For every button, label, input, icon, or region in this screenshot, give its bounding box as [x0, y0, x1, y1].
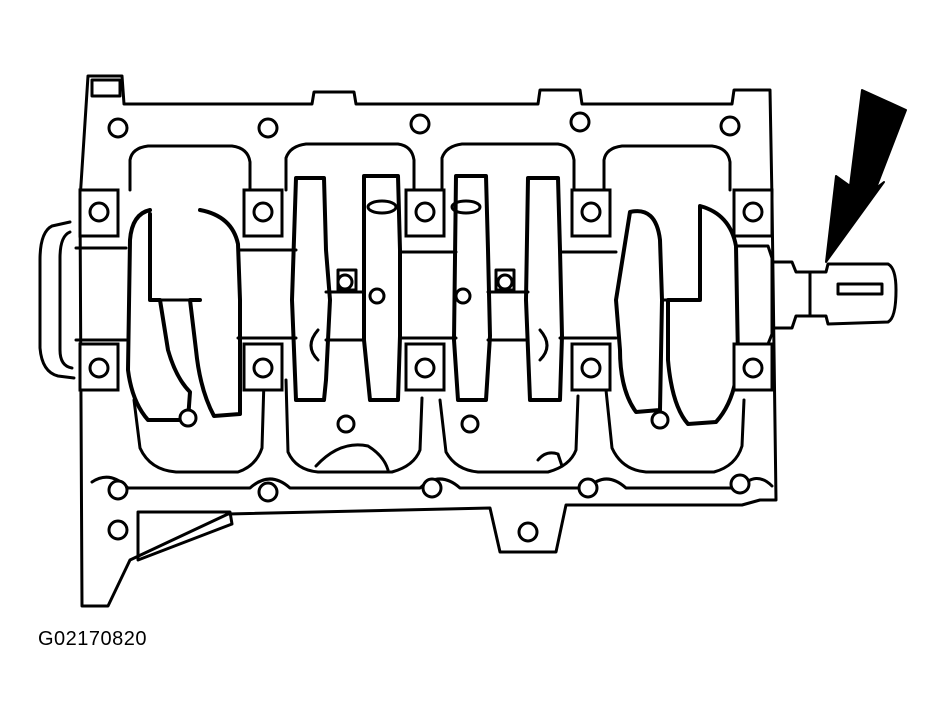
- front-pulley-inner: [58, 230, 74, 370]
- bolt-holes: [88, 111, 764, 543]
- pan-contour: [314, 443, 390, 472]
- bay-2: [284, 142, 416, 192]
- arrow-icon: [825, 89, 907, 263]
- oil-hole-1: [366, 199, 398, 215]
- keyway: [836, 282, 884, 296]
- pan-contour-2: [536, 451, 564, 468]
- bay-4: [602, 144, 732, 192]
- engine-block-outline: [78, 74, 778, 608]
- oil-passage-2: [494, 268, 516, 292]
- bay-3: [440, 142, 576, 192]
- figure-caption: G02170820: [38, 628, 148, 650]
- top-boss-left: [90, 78, 122, 98]
- crank-snout: [770, 260, 898, 330]
- oil-hole-2: [450, 199, 482, 215]
- rear-journal: [736, 244, 774, 346]
- crank-web-2a: [290, 176, 332, 402]
- front-pulley: [38, 220, 76, 380]
- crank-web-1a: [126, 208, 192, 422]
- crank-web-2b: [362, 174, 402, 402]
- lower-bay-1: [132, 378, 266, 474]
- lower-bay-4: [604, 388, 746, 474]
- crank-web-1b: [188, 208, 242, 418]
- crank-web-3b: [524, 176, 564, 402]
- thrust-washer-2: [538, 328, 549, 362]
- bay-1: [128, 144, 252, 192]
- thrust-washer-1: [309, 328, 320, 362]
- oil-pan-edge: [136, 510, 234, 562]
- crank-web-4b: [666, 204, 740, 426]
- lower-bay-3: [438, 394, 580, 474]
- crank-web-4a: [614, 209, 664, 414]
- lower-bay-2: [284, 378, 424, 474]
- crank-web-3a: [452, 174, 492, 402]
